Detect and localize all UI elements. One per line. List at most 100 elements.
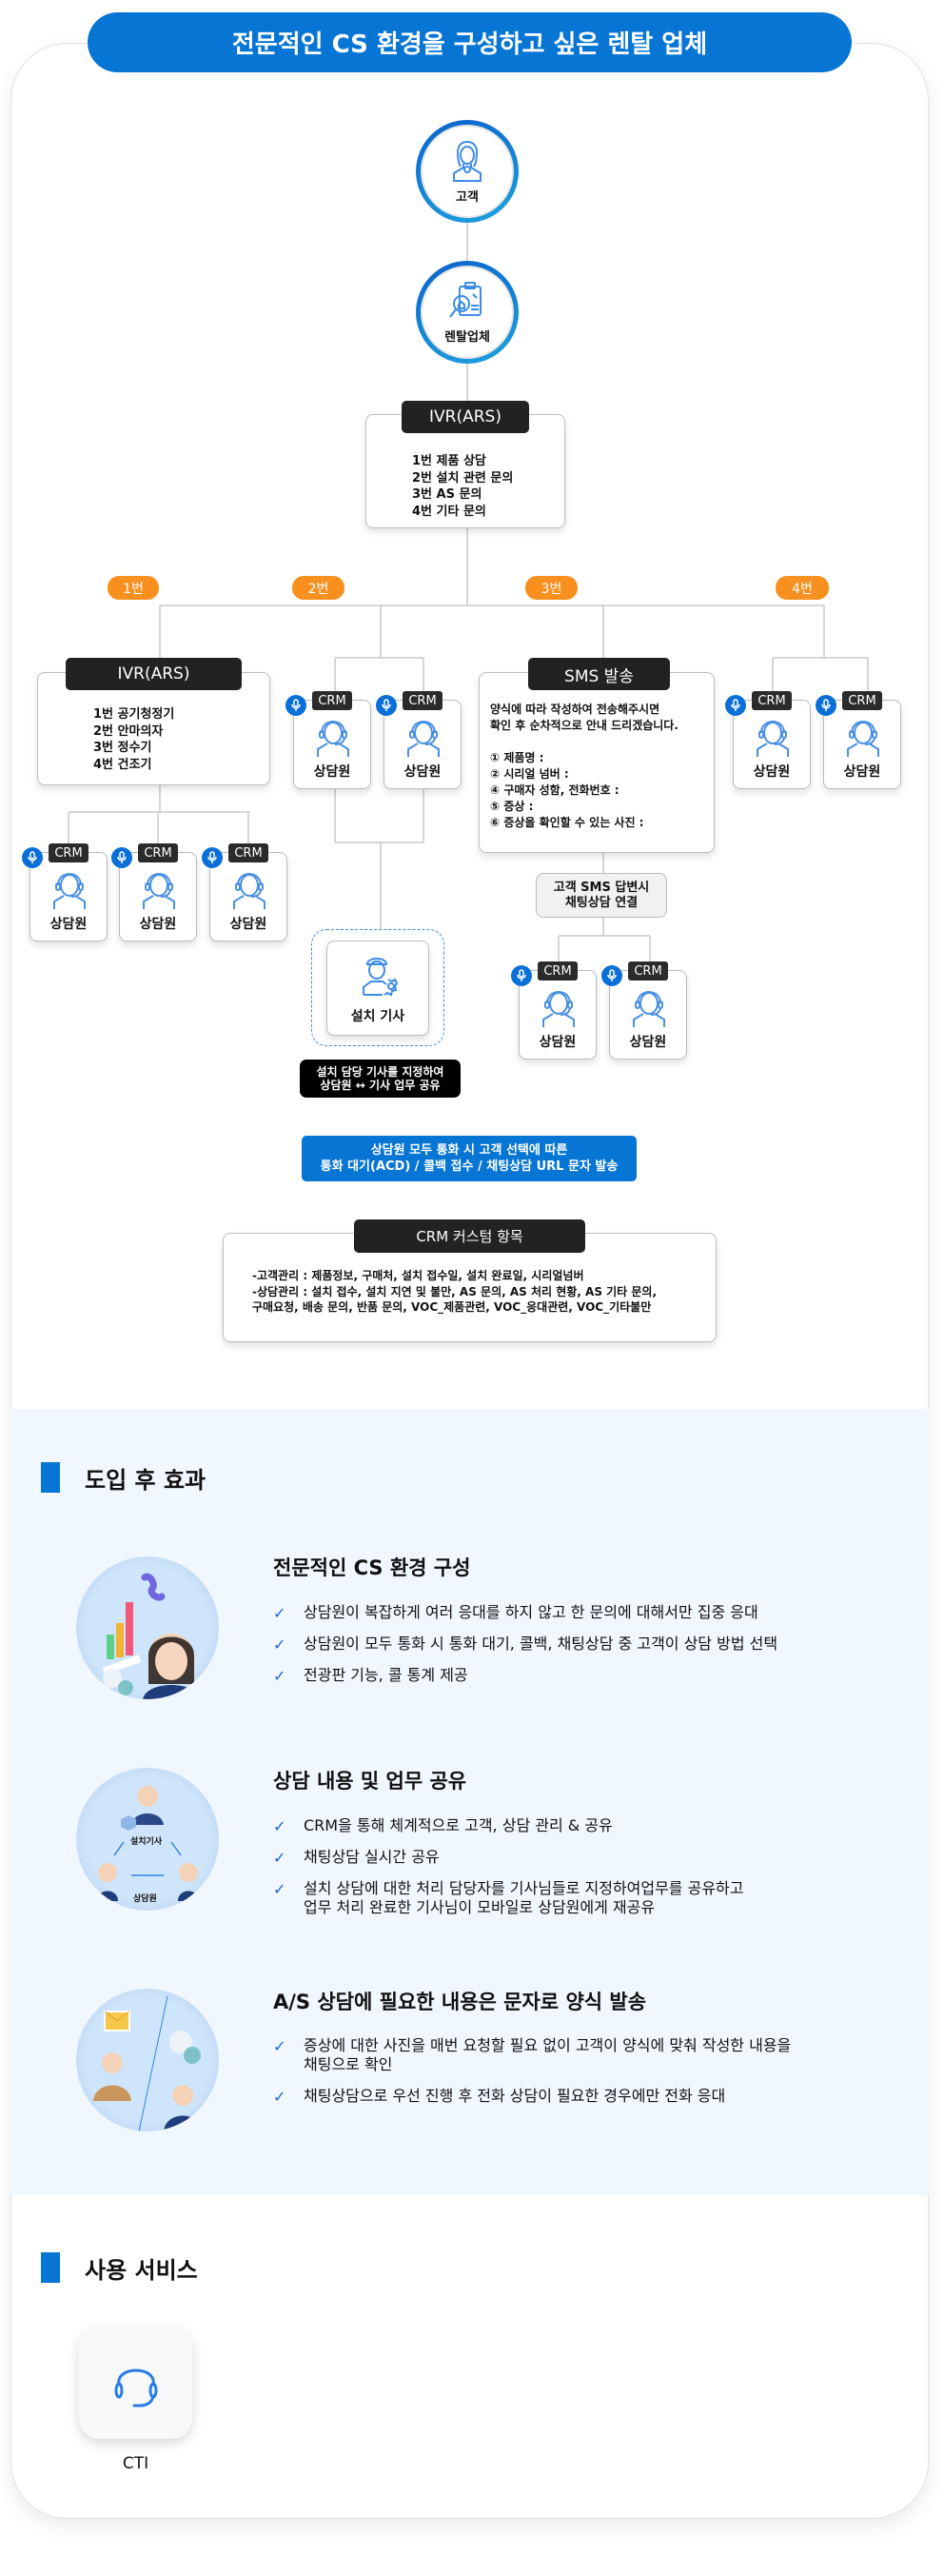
illus-label-engineer: 설치기사 bbox=[130, 1837, 163, 1847]
effect-bullet: ✓전광판 기능, 콜 통계 제공 bbox=[273, 1666, 468, 1685]
rental-company-node: 렌탈업체 bbox=[416, 261, 519, 364]
services-heading: 사용 서비스 bbox=[85, 2257, 198, 2284]
ivr-main-menu: 1번 제품 상담 2번 설치 관련 문의 3번 AS 문의 4번 기타 문의 bbox=[412, 454, 514, 519]
microphone-icon bbox=[511, 965, 532, 986]
engineer-dashed-group bbox=[311, 929, 444, 1046]
customer-icon bbox=[453, 140, 482, 182]
ivr-sub-label: IVR(ARS) bbox=[66, 658, 242, 690]
sms-label: SMS 발송 bbox=[528, 658, 670, 690]
microphone-icon bbox=[202, 847, 223, 868]
illus-label-agent: 상담원 bbox=[133, 1894, 157, 1904]
effect-illustration-sms bbox=[76, 1989, 219, 2131]
customer-label: 고객 bbox=[456, 189, 479, 205]
ivr-main-label: IVR(ARS) bbox=[402, 401, 529, 433]
ivr-sub-menu: 1번 공기청정기 2번 안마의자 3번 정수기 4번 건조기 bbox=[93, 707, 175, 772]
microphone-icon bbox=[725, 695, 746, 716]
agent-label: 상담원 bbox=[403, 764, 442, 780]
check-icon: ✓ bbox=[273, 1880, 286, 1898]
effect-bullet: ✓상담원이 모두 통화 시 통화 대기, 콜백, 채팅상담 중 고객이 상담 방… bbox=[273, 1635, 778, 1654]
check-icon: ✓ bbox=[273, 2037, 286, 2055]
microphone-icon bbox=[111, 847, 132, 868]
agent-label: 상담원 bbox=[49, 917, 88, 932]
agent-card: CRM 상담원 bbox=[725, 691, 811, 789]
effect-title-1: 전문적인 CS 환경 구성 bbox=[273, 1556, 471, 1579]
effects-heading: 도입 후 효과 bbox=[85, 1467, 206, 1494]
sms-reply-chat-box: 고객 SMS 답변시 채팅상담 연결 bbox=[536, 873, 667, 918]
ivr-main-box: 1번 제품 상담 2번 설치 관련 문의 3번 AS 문의 4번 기타 문의 bbox=[365, 414, 565, 528]
crm-tag: CRM bbox=[628, 961, 668, 981]
agent-label: 상담원 bbox=[843, 764, 881, 780]
agent-card: CRM 상담원 bbox=[816, 691, 901, 789]
service-cti-label: CTI bbox=[122, 2454, 149, 2473]
engineer-icon bbox=[363, 958, 399, 997]
check-icon: ✓ bbox=[273, 1849, 286, 1867]
crm-tag: CRM bbox=[312, 691, 352, 710]
agent-headset-icon bbox=[317, 721, 349, 757]
crm-custom-items: -고객관리 : 제품정보, 구매처, 설치 접수일, 설치 완료일, 시리얼넘버… bbox=[252, 1269, 658, 1314]
crm-tag: CRM bbox=[538, 961, 578, 981]
effect-bullet: ✓증상에 대한 사진을 매번 요청할 필요 없이 고객이 양식에 맞춰 작성한 … bbox=[273, 2036, 792, 2073]
agent-headset-icon bbox=[757, 721, 789, 757]
microphone-icon bbox=[285, 695, 306, 716]
branch-badge-4: 4번 bbox=[776, 576, 829, 600]
crm-custom-box: -고객관리 : 제품정보, 구매처, 설치 접수일, 설치 완료일, 시리얼넘버… bbox=[223, 1233, 717, 1342]
check-icon: ✓ bbox=[273, 1635, 286, 1654]
service-cti-tile[interactable] bbox=[79, 2326, 192, 2439]
agent-card: CRM 상담원 bbox=[111, 843, 197, 941]
agent-headset-icon bbox=[53, 873, 86, 909]
crm-tag: CRM bbox=[228, 843, 268, 862]
microphone-icon bbox=[22, 847, 43, 868]
customer-node: 고객 bbox=[416, 120, 519, 223]
agent-headset-icon bbox=[407, 721, 440, 757]
sms-form-text: 양식에 따라 작성하여 전송해주시면 확인 후 순차적으로 안내 드리겠습니다.… bbox=[490, 703, 678, 829]
check-icon: ✓ bbox=[273, 1817, 286, 1835]
flow-connectors bbox=[68, 223, 869, 970]
crm-custom-label: CRM 커스텀 항목 bbox=[354, 1219, 585, 1253]
agent-label: 상담원 bbox=[753, 764, 791, 780]
effect-bullet: ✓상담원이 복잡하게 여러 응대를 하지 않고 한 문의에 대해서만 집중 응대 bbox=[273, 1603, 758, 1622]
heading-accent-bar bbox=[41, 1462, 60, 1493]
customer-sms-chat-illustration bbox=[93, 1995, 202, 2131]
effect-bullets-1: ✓상담원이 복잡하게 여러 응대를 하지 않고 한 문의에 대해서만 집중 응대… bbox=[273, 1603, 777, 1697]
effect-bullets-3: ✓증상에 대한 사진을 매번 요청할 필요 없이 고객이 양식에 맞춰 작성한 … bbox=[273, 2036, 791, 2118]
engineer-agent-sharing-illustration bbox=[97, 1786, 199, 1901]
agent-headset-icon bbox=[847, 721, 879, 757]
agent-label: 상담원 bbox=[629, 1035, 667, 1050]
agent-headset-icon bbox=[143, 873, 175, 909]
branch-badge-2: 2번 bbox=[292, 576, 344, 600]
crm-tag: CRM bbox=[403, 691, 442, 710]
agent-label: 상담원 bbox=[229, 917, 267, 932]
heading-accent-bar bbox=[41, 2252, 60, 2283]
agent-label: 상담원 bbox=[139, 917, 177, 932]
effect-title-2: 상담 내용 및 업무 공유 bbox=[273, 1770, 467, 1793]
effect-title-3: A/S 상담에 필요한 내용은 문자로 양식 발송 bbox=[273, 1991, 647, 2013]
microphone-icon bbox=[376, 695, 397, 716]
effect-bullet: ✓채팅상담으로 우선 진행 후 전화 상담이 필요한 경우에만 전화 응대 bbox=[273, 2087, 726, 2106]
microphone-icon bbox=[816, 695, 836, 716]
acd-note: 상담원 모두 통화 시 고객 선택에 따른 통화 대기(ACD) / 콜백 접수… bbox=[302, 1136, 637, 1181]
crm-tag: CRM bbox=[752, 691, 792, 710]
sms-box: 양식에 따라 작성하여 전송해주시면 확인 후 순차적으로 안내 드리겠습니다.… bbox=[479, 672, 715, 853]
engineer-note: 설치 담당 기사를 지정하여 상담원 ↔ 기사 업무 공유 bbox=[300, 1060, 461, 1098]
rental-document-search-icon bbox=[449, 281, 482, 318]
agent-label: 상담원 bbox=[539, 1035, 577, 1050]
effect-bullet: ✓CRM을 통해 체계적으로 고객, 상담 관리 & 공유 bbox=[273, 1816, 613, 1835]
agent-headset-icon bbox=[633, 991, 665, 1027]
engineer-card: 설치 기사 bbox=[326, 941, 429, 1036]
agent-headset-icon bbox=[542, 991, 575, 1027]
agent-card: CRM 상담원 bbox=[511, 961, 597, 1060]
check-icon: ✓ bbox=[273, 1667, 286, 1685]
agent-card: CRM 상담원 bbox=[601, 961, 687, 1060]
effect-illustration-cs-agent bbox=[76, 1556, 219, 1699]
agent-label: 상담원 bbox=[313, 764, 351, 780]
engineer-label: 설치 기사 bbox=[350, 1009, 405, 1024]
agent-card: CRM 상담원 bbox=[22, 843, 108, 941]
rental-company-label: 렌탈업체 bbox=[444, 329, 490, 345]
branch-badge-1: 1번 bbox=[108, 576, 159, 600]
headset-icon bbox=[114, 2368, 157, 2407]
effect-illustration-sharing: 설치기사 상담원 bbox=[76, 1768, 219, 1911]
agent-headset-icon bbox=[233, 873, 266, 909]
agent-card: CRM 상담원 bbox=[285, 691, 371, 789]
check-icon: ✓ bbox=[273, 1604, 286, 1622]
crm-tag: CRM bbox=[49, 843, 88, 862]
